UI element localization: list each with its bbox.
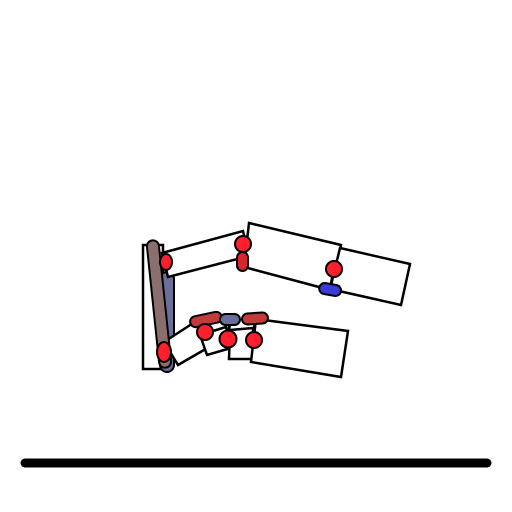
upper-finger-segment-2: [242, 221, 343, 293]
main-limb: [145, 239, 173, 369]
lower-joint-2: [218, 329, 238, 349]
palm-joint-bottom: [156, 341, 172, 363]
upper-finger-segment-1: [160, 229, 251, 279]
lower-joint-1: [196, 323, 214, 341]
upper-joint-1-pin: [236, 251, 249, 272]
lower-joint-3: [245, 331, 263, 349]
upper-joint-2-pin: [318, 282, 343, 297]
upper-joint-2: [325, 260, 343, 278]
lower-finger-segment-4: [249, 317, 350, 379]
palm-joint-top: [159, 253, 173, 271]
lower-joint-pin-3: [240, 311, 269, 326]
upper-joint-1: [234, 235, 252, 253]
lower-joint-pin-2: [219, 313, 241, 326]
upper-finger-segment-3: [328, 246, 412, 307]
